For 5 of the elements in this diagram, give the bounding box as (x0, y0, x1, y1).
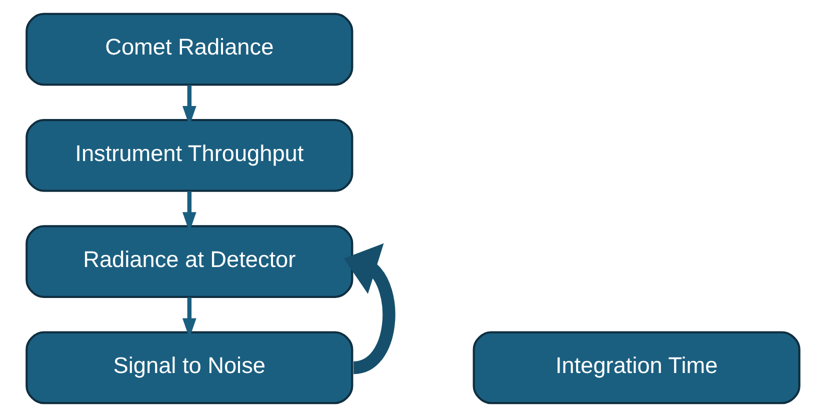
node-box: Integration Time (472, 331, 800, 404)
node-box: Comet Radiance (26, 12, 354, 86)
node-box: Instrument Throughput (26, 118, 354, 192)
node-box: Signal to Noise (26, 331, 354, 404)
node-box: Radiance at Detector (26, 225, 354, 298)
